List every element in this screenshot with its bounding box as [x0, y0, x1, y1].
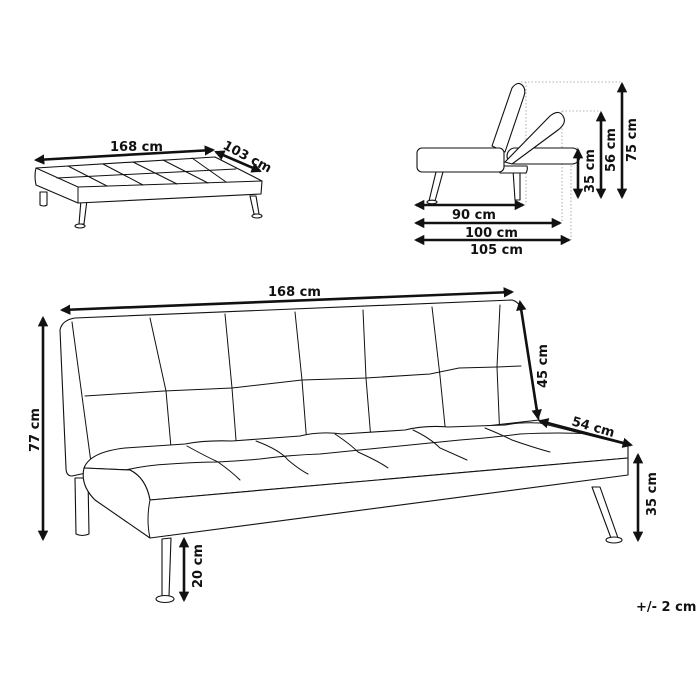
mid-height-label: 56 cm — [604, 128, 619, 172]
seat-depth-arrow-main — [537, 418, 634, 448]
sofa-seat-front — [82, 457, 629, 539]
sofa-leg-front-left — [161, 537, 172, 597]
tolerance-note: +/- 2 cm — [636, 600, 696, 615]
bed-width-label: 168 cm — [110, 140, 163, 155]
backrest-upright-position — [491, 82, 526, 153]
leg-height-label: 20 cm — [191, 544, 206, 588]
sofa-width-label: 168 cm — [268, 285, 321, 300]
sofa-mode-view: 168 cm 77 cm 45 cm 54 cm 35 cm 20 cm — [28, 285, 660, 604]
bed-leg-front-right — [249, 195, 260, 215]
bed-mattress — [34, 156, 263, 204]
sofa-width-arrow — [59, 287, 515, 315]
flat-height-label: 35 cm — [583, 149, 598, 193]
backrest-height-arrow — [516, 299, 542, 421]
backrest-height-label: 45 cm — [536, 344, 551, 388]
flat-depth-label: 105 cm — [470, 243, 523, 258]
seat-depth-label: 90 cm — [452, 208, 496, 223]
bed-depth-arrow — [214, 150, 262, 173]
backrest-mid-position — [504, 111, 565, 165]
bed-leg-back-left — [39, 191, 48, 207]
sofa-leg-back-left — [74, 477, 90, 537]
seat-height-label: 35 cm — [645, 472, 660, 516]
bed-leg-front-left — [78, 199, 88, 225]
side-profile-view: 90 cm 100 cm 105 cm 35 cm 56 cm 75 cm — [413, 81, 640, 258]
bed-mode-view: 168 cm 103 cm — [33, 138, 274, 229]
side-seat-cushion — [416, 147, 505, 173]
bed-width-arrow — [33, 145, 216, 165]
upright-height-label: 75 cm — [625, 118, 640, 162]
sofa-total-height-label: 77 cm — [28, 408, 43, 452]
sofa-leg-front-right — [591, 486, 619, 539]
